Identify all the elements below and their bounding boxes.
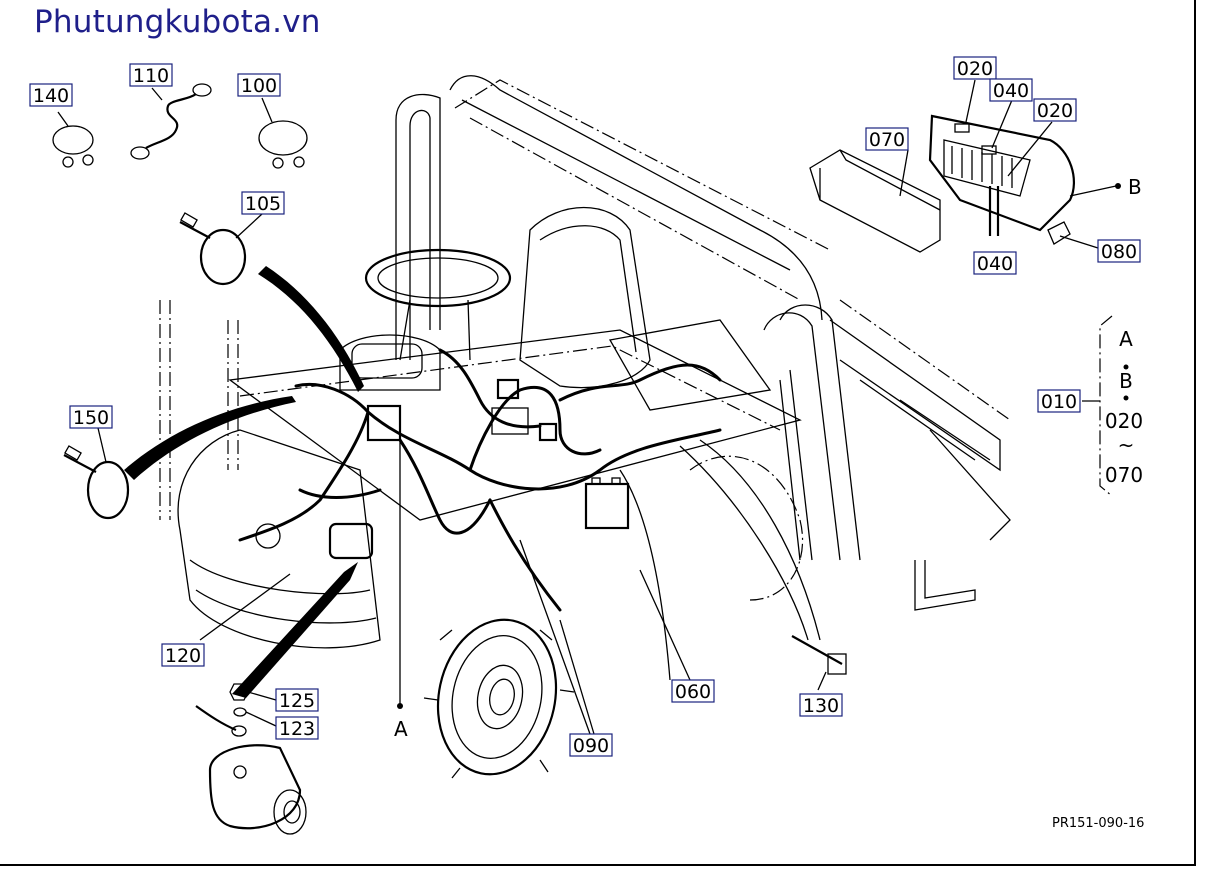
point-a-label: A bbox=[394, 717, 408, 741]
nut-125 bbox=[229, 683, 249, 701]
set-legend-line4: ~ bbox=[1118, 433, 1135, 457]
svg-text:020: 020 bbox=[957, 58, 993, 80]
label-060: 060 bbox=[671, 679, 715, 703]
label-125: 125 bbox=[275, 688, 319, 712]
label-100: 100 bbox=[237, 73, 281, 97]
set-legend-line1: A bbox=[1119, 327, 1133, 351]
svg-text:060: 060 bbox=[675, 681, 711, 703]
part-140-ring-clamp bbox=[52, 111, 94, 168]
svg-text:040: 040 bbox=[993, 80, 1029, 102]
svg-text:080: 080 bbox=[1101, 241, 1137, 263]
label-070: 070 bbox=[865, 127, 909, 151]
label-110: 110 bbox=[129, 63, 173, 87]
svg-text:020: 020 bbox=[1037, 100, 1073, 122]
point-b-dot bbox=[1115, 183, 1121, 189]
label-140: 140 bbox=[29, 83, 73, 107]
label-090: 090 bbox=[569, 733, 613, 757]
part-150-cable-band bbox=[63, 427, 130, 520]
part-070-cover bbox=[809, 149, 941, 253]
label-010: 010 bbox=[1037, 389, 1081, 413]
label-105: 105 bbox=[241, 191, 285, 215]
point-b-label: B bbox=[1128, 175, 1142, 199]
front-wheel bbox=[423, 618, 575, 779]
pointer-arrow-105 bbox=[258, 266, 364, 392]
svg-text:010: 010 bbox=[1041, 391, 1077, 413]
starter-motor-detail bbox=[195, 683, 307, 835]
fuse-box-body bbox=[928, 114, 1075, 232]
svg-text:105: 105 bbox=[245, 193, 281, 215]
svg-text:110: 110 bbox=[133, 65, 169, 87]
set-legend-line5: 070 bbox=[1105, 463, 1143, 487]
svg-text:070: 070 bbox=[869, 129, 905, 151]
wiring-harness bbox=[238, 348, 821, 681]
label-080: 080 bbox=[1097, 239, 1141, 263]
svg-text:125: 125 bbox=[279, 690, 315, 712]
label-040-bottom: 040 bbox=[973, 251, 1017, 275]
label-130: 130 bbox=[799, 693, 843, 717]
svg-text:100: 100 bbox=[241, 75, 277, 97]
svg-text:090: 090 bbox=[573, 735, 609, 757]
vehicle-body-outline bbox=[159, 75, 1011, 649]
watermark: Phutungkubota.vn bbox=[34, 4, 321, 40]
svg-text:130: 130 bbox=[803, 695, 839, 717]
pointer-arrow-150 bbox=[124, 396, 296, 480]
label-040-top: 040 bbox=[989, 78, 1033, 102]
label-020-top: 020 bbox=[953, 56, 997, 80]
floor-grid bbox=[608, 319, 772, 411]
set-legend-line2: B bbox=[1119, 369, 1133, 393]
set-legend-bracket bbox=[1082, 315, 1129, 497]
washer-123 bbox=[233, 707, 247, 717]
label-020-right: 020 bbox=[1033, 98, 1077, 122]
label-150: 150 bbox=[69, 405, 113, 429]
part-080-screw bbox=[1047, 221, 1071, 245]
reference-code: PR151-090-16 bbox=[1052, 816, 1145, 831]
part-110-earth-cable bbox=[130, 83, 212, 160]
set-legend-line3: 020 bbox=[1105, 409, 1143, 433]
svg-text:150: 150 bbox=[73, 407, 109, 429]
leader-lines bbox=[199, 79, 1099, 735]
svg-text:040: 040 bbox=[977, 253, 1013, 275]
part-130-clip bbox=[791, 635, 847, 691]
fuse-box-assembly bbox=[809, 114, 1121, 253]
svg-text:123: 123 bbox=[279, 718, 315, 740]
label-123: 123 bbox=[275, 716, 319, 740]
svg-text:120: 120 bbox=[165, 645, 201, 667]
svg-text:140: 140 bbox=[33, 85, 69, 107]
part-105-cable-band bbox=[179, 212, 263, 286]
part-100-ring-clamp bbox=[258, 97, 308, 169]
label-120: 120 bbox=[161, 643, 205, 667]
components bbox=[255, 319, 772, 560]
